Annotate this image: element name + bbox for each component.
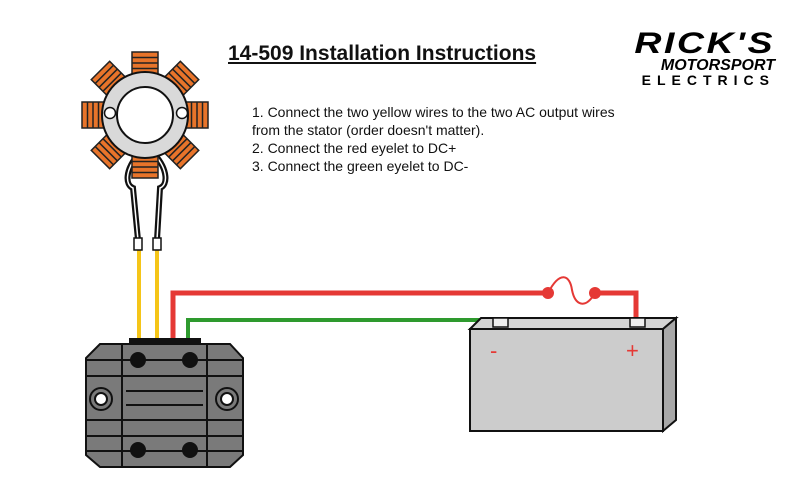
ricks-logo: RICK'S MOTORSPORT ELECTRICS xyxy=(600,29,775,88)
logo-line3: ELECTRICS xyxy=(641,72,775,88)
connector xyxy=(133,237,143,251)
step-2: 2. Connect the red eyelet to DC+ xyxy=(252,140,457,156)
page-title: 14-509 Installation Instructions xyxy=(228,42,537,65)
negative-terminal xyxy=(492,317,509,328)
logo-line2: MOTORSPORT xyxy=(660,57,775,74)
coil xyxy=(131,155,159,179)
instructions: 1. Connect the two yellow wires to the t… xyxy=(252,103,615,175)
fuse xyxy=(547,276,596,305)
positive-label: + xyxy=(626,338,639,363)
step-1-cont: from the stator (order doesn't matter). xyxy=(252,122,485,138)
coil xyxy=(131,51,159,75)
yellow-wires xyxy=(137,250,159,342)
red-wire xyxy=(170,290,548,342)
coil xyxy=(90,133,127,170)
regulator-rectifier xyxy=(85,338,244,468)
connector xyxy=(152,237,162,251)
green-wire xyxy=(186,318,496,342)
coil xyxy=(185,101,209,129)
step-1: 1. Connect the two yellow wires to the t… xyxy=(252,104,615,120)
negative-label: - xyxy=(490,338,497,363)
battery xyxy=(467,315,679,434)
positive-terminal xyxy=(629,317,646,328)
stator xyxy=(81,51,209,251)
logo-line1: RICK'S xyxy=(634,27,775,60)
step-3: 3. Connect the green eyelet to DC- xyxy=(252,158,469,174)
coil xyxy=(81,101,105,129)
